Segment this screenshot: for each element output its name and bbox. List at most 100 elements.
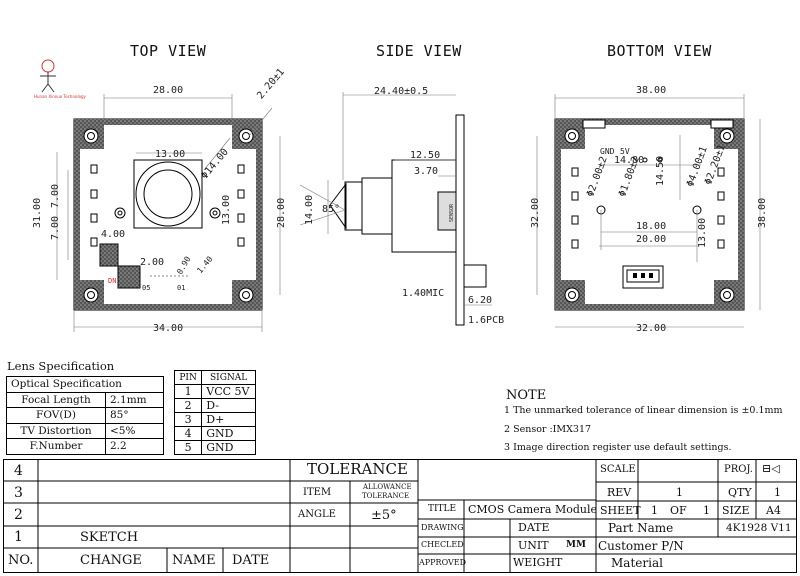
signal-header: SIGNAL	[201, 370, 256, 385]
checked-label: CHECLED	[421, 540, 464, 549]
bottom-dim-1800: 18.00	[636, 221, 667, 232]
allowance-label-2: TOLERANCE	[362, 492, 410, 500]
part-name-label: Part Name	[608, 521, 674, 535]
pin-signal: GND	[201, 440, 256, 455]
size-label: SIZE	[722, 504, 750, 517]
pin-signal: D-	[201, 398, 256, 413]
side-label-sensor: SENSOR	[449, 203, 455, 222]
lens-spec-value: 2.2	[105, 438, 164, 455]
pin-header: PIN	[173, 370, 203, 385]
pin-signal: D+	[201, 412, 256, 427]
bottom-dim-32: 32.00	[636, 323, 667, 334]
rev-label: REV	[607, 486, 632, 499]
bottom-dim-38: 38.00	[636, 85, 667, 96]
weight-label: WEIGHT	[513, 556, 563, 569]
side-dim-mic: 1.40MIC	[402, 288, 445, 299]
lens-spec-value: 85°	[105, 407, 164, 424]
scale-label: SCALE	[600, 464, 636, 475]
date-label: DATE	[518, 521, 550, 534]
bottom-view-title: BOTTOM VIEW	[607, 42, 712, 60]
bottom-dim-2000: 20.00	[636, 234, 667, 245]
lens-spec-header: Optical Specification	[6, 376, 164, 393]
angle-value: ±5°	[371, 508, 397, 523]
top-dim-7b: 7.00	[50, 215, 61, 240]
sheet-num: 1	[651, 504, 658, 517]
rev-number: 3	[14, 485, 23, 501]
bottom-label-5v: 5V	[620, 147, 630, 156]
rev-number: 4	[14, 463, 23, 479]
title-block-grid	[3, 459, 797, 573]
material-label: Material	[611, 556, 663, 570]
top-dim-7a: 7.00	[50, 183, 61, 208]
side-dim-1400: 14.00	[304, 194, 315, 225]
unit-label: UNIT	[518, 539, 549, 552]
bottom-dim-32-left: 32.00	[530, 197, 541, 228]
proj-label: PROJ.	[724, 464, 753, 475]
sheet-label: SHEET	[600, 504, 641, 517]
top-label-05: 05	[142, 284, 151, 292]
col-date: DATE	[232, 553, 270, 568]
col-name: NAME	[172, 553, 216, 568]
lens-spec-row: FOV(D)85°	[6, 407, 164, 424]
bottom-dim-38-right: 38.00	[757, 197, 768, 228]
note-item: 3 Image direction register use default s…	[504, 442, 732, 453]
top-label-dn: DN	[108, 277, 117, 285]
qty-value: 1	[774, 486, 781, 499]
logo-text: Hunan Xinnuo Technology	[34, 94, 86, 99]
rev-number: 2	[14, 507, 23, 523]
title-label: TITLE	[428, 504, 457, 514]
sheet-of: OF	[670, 504, 687, 517]
top-dim-2: 2.00	[140, 257, 165, 268]
side-dim-370: 3.70	[414, 166, 439, 177]
side-dim-1250: 12.50	[410, 150, 441, 161]
top-view-title: TOP VIEW	[130, 42, 207, 60]
top-dim-4: 4.00	[101, 229, 126, 240]
bottom-dim-1450: 14.50	[655, 155, 666, 186]
unit-value: MM	[566, 540, 586, 550]
tolerance-heading: TOLERANCE	[307, 460, 408, 478]
lens-spec-row: TV Distortion<5%	[6, 422, 164, 439]
top-dim-13: 13.00	[155, 149, 186, 160]
pin-number: 4	[173, 426, 203, 441]
top-dim-28: 28.00	[153, 85, 184, 96]
pin-number: 5	[173, 440, 203, 455]
bottom-view-drawing	[536, 94, 761, 328]
rev-description: SKETCH	[80, 530, 139, 545]
size-value: A4	[766, 504, 781, 517]
side-dim-angle: 85°	[322, 204, 341, 215]
side-view-title: SIDE VIEW	[376, 42, 462, 60]
pin-number: 3	[173, 412, 203, 427]
top-view-drawing	[56, 94, 281, 332]
lens-spec-label: Focal Length	[6, 391, 106, 408]
part-name-value: 4K1928 V11	[726, 522, 792, 534]
pin-number: 1	[173, 384, 203, 399]
rev-number: 1	[14, 529, 23, 545]
lens-spec-label: F.Number	[6, 438, 106, 455]
side-view-drawing	[299, 92, 492, 326]
bottom-label-gnd: GND	[600, 147, 615, 156]
customer-pn-label: Customer P/N	[598, 539, 684, 553]
company-logo	[40, 59, 56, 93]
item-label: ITEM	[303, 487, 332, 498]
top-dim-28-right: 28.00	[276, 197, 287, 228]
top-dim-31: 31.00	[32, 197, 43, 228]
side-dim-24: 24.40±0.5	[374, 86, 429, 97]
note-title: NOTE	[506, 388, 547, 403]
allowance-label: ALLOWANCE	[363, 483, 412, 491]
lens-spec-title: Lens Specification	[7, 359, 115, 373]
qty-label: QTY	[728, 486, 752, 499]
rev-value: 1	[676, 486, 683, 499]
top-label-01: 01	[177, 284, 186, 292]
lens-spec-value: <5%	[105, 422, 164, 439]
approved-label: APPROVED	[419, 558, 467, 567]
